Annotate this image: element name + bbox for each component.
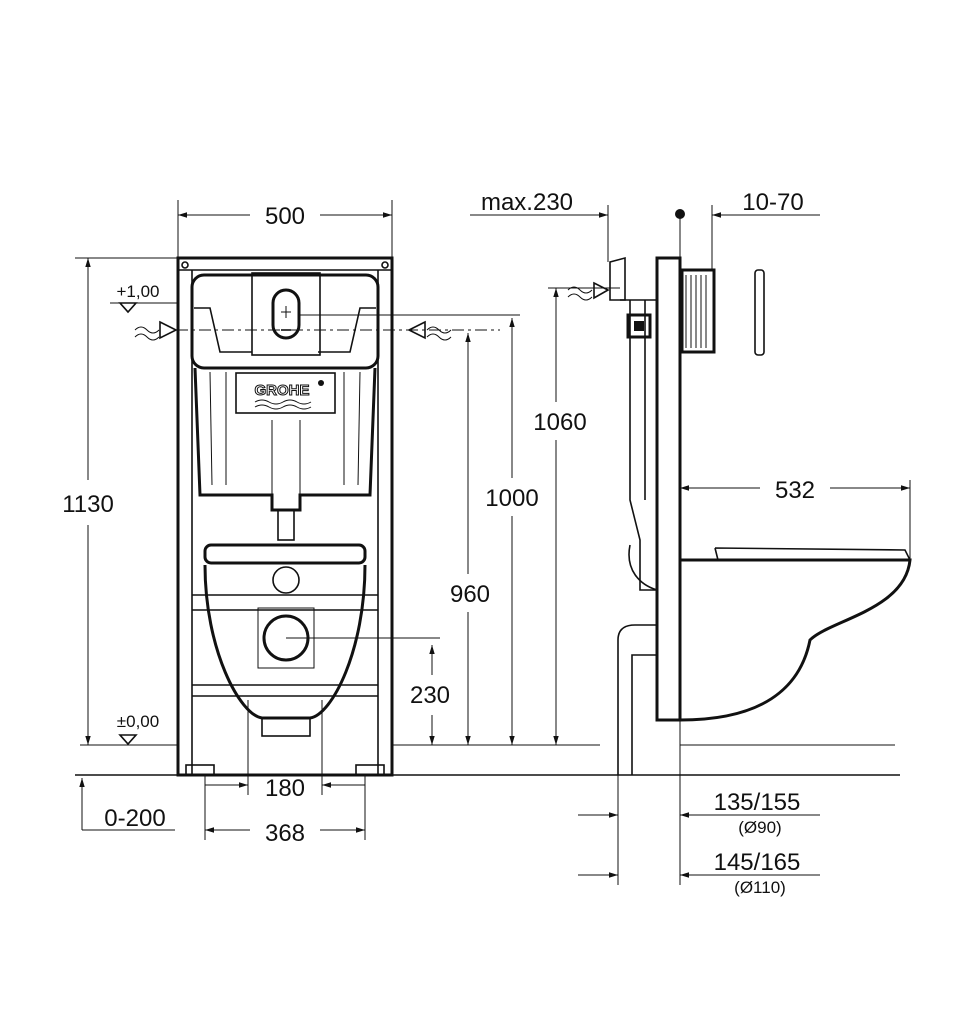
side-toilet-seat (714, 547, 911, 561)
side-flush-pipe (628, 544, 658, 591)
frame-bolt-icon (181, 261, 189, 269)
dim-145-165: 145/165 (714, 849, 801, 876)
side-valve-icon (634, 321, 644, 331)
logo-plate (235, 372, 336, 414)
dim-135-155: 135/155 (714, 789, 801, 816)
logo-waves-icon (254, 399, 312, 410)
dim-dia-110: (Ø110) (734, 878, 786, 897)
level-marker-icon (118, 734, 138, 746)
side-toilet-bowl (679, 558, 912, 722)
dim-height-1130: 1130 (62, 491, 114, 518)
dim-dia-90: (Ø90) (738, 818, 781, 837)
dim-1060: 1060 (533, 409, 586, 436)
dim-532: 532 (775, 477, 815, 504)
side-drain-pipe (617, 624, 657, 775)
side-flush-actuator (680, 268, 716, 354)
level-marker-icon (118, 302, 138, 314)
side-valve-box (626, 313, 652, 339)
flush-inlet (272, 566, 300, 594)
side-frame (620, 299, 657, 591)
front-view: GROHE +1,00 ±0,00 500 (62, 200, 900, 847)
dim-1000: 1000 (485, 485, 538, 512)
level-top-label: +1,00 (116, 282, 159, 301)
water-inlet-right-icon (426, 326, 452, 341)
toilet-bowl (203, 564, 367, 720)
dim-max-230: max.230 (481, 189, 573, 216)
inlet-arrow-left-icon (159, 320, 178, 340)
dim-180: 180 (265, 775, 305, 802)
wall-section (655, 256, 682, 722)
actuator-ribs (685, 275, 707, 348)
dim-floor-0-200: 0-200 (104, 805, 165, 832)
dim-368: 368 (265, 820, 305, 847)
flush-pipe (277, 509, 295, 541)
dim-10-70: 10-70 (742, 189, 803, 216)
side-top-bracket (609, 256, 626, 301)
cistern-ribs (209, 371, 361, 495)
water-inlet-left-icon (134, 326, 160, 341)
logo-dot-icon (318, 380, 324, 386)
dim-230: 230 (410, 682, 450, 709)
level-zero-label: ±0,00 (117, 712, 159, 731)
side-view: max.230 10-70 532 135/155 (Ø90) 145/165 … (470, 189, 912, 897)
flush-plate (251, 272, 321, 356)
frame-bolt-icon (381, 261, 389, 269)
dim-960: 960 (450, 581, 490, 608)
toilet-seat (203, 543, 367, 565)
dim-width-500: 500 (265, 203, 305, 230)
bowl-base (261, 717, 311, 737)
frame-outline (176, 256, 394, 777)
flush-button-icon (271, 288, 301, 340)
side-water-inlet-icon (567, 286, 593, 301)
grohe-logo: GROHE (254, 382, 309, 399)
side-inlet-arrow-icon (593, 281, 610, 300)
cistern-top (190, 273, 380, 370)
side-plate (754, 269, 765, 356)
